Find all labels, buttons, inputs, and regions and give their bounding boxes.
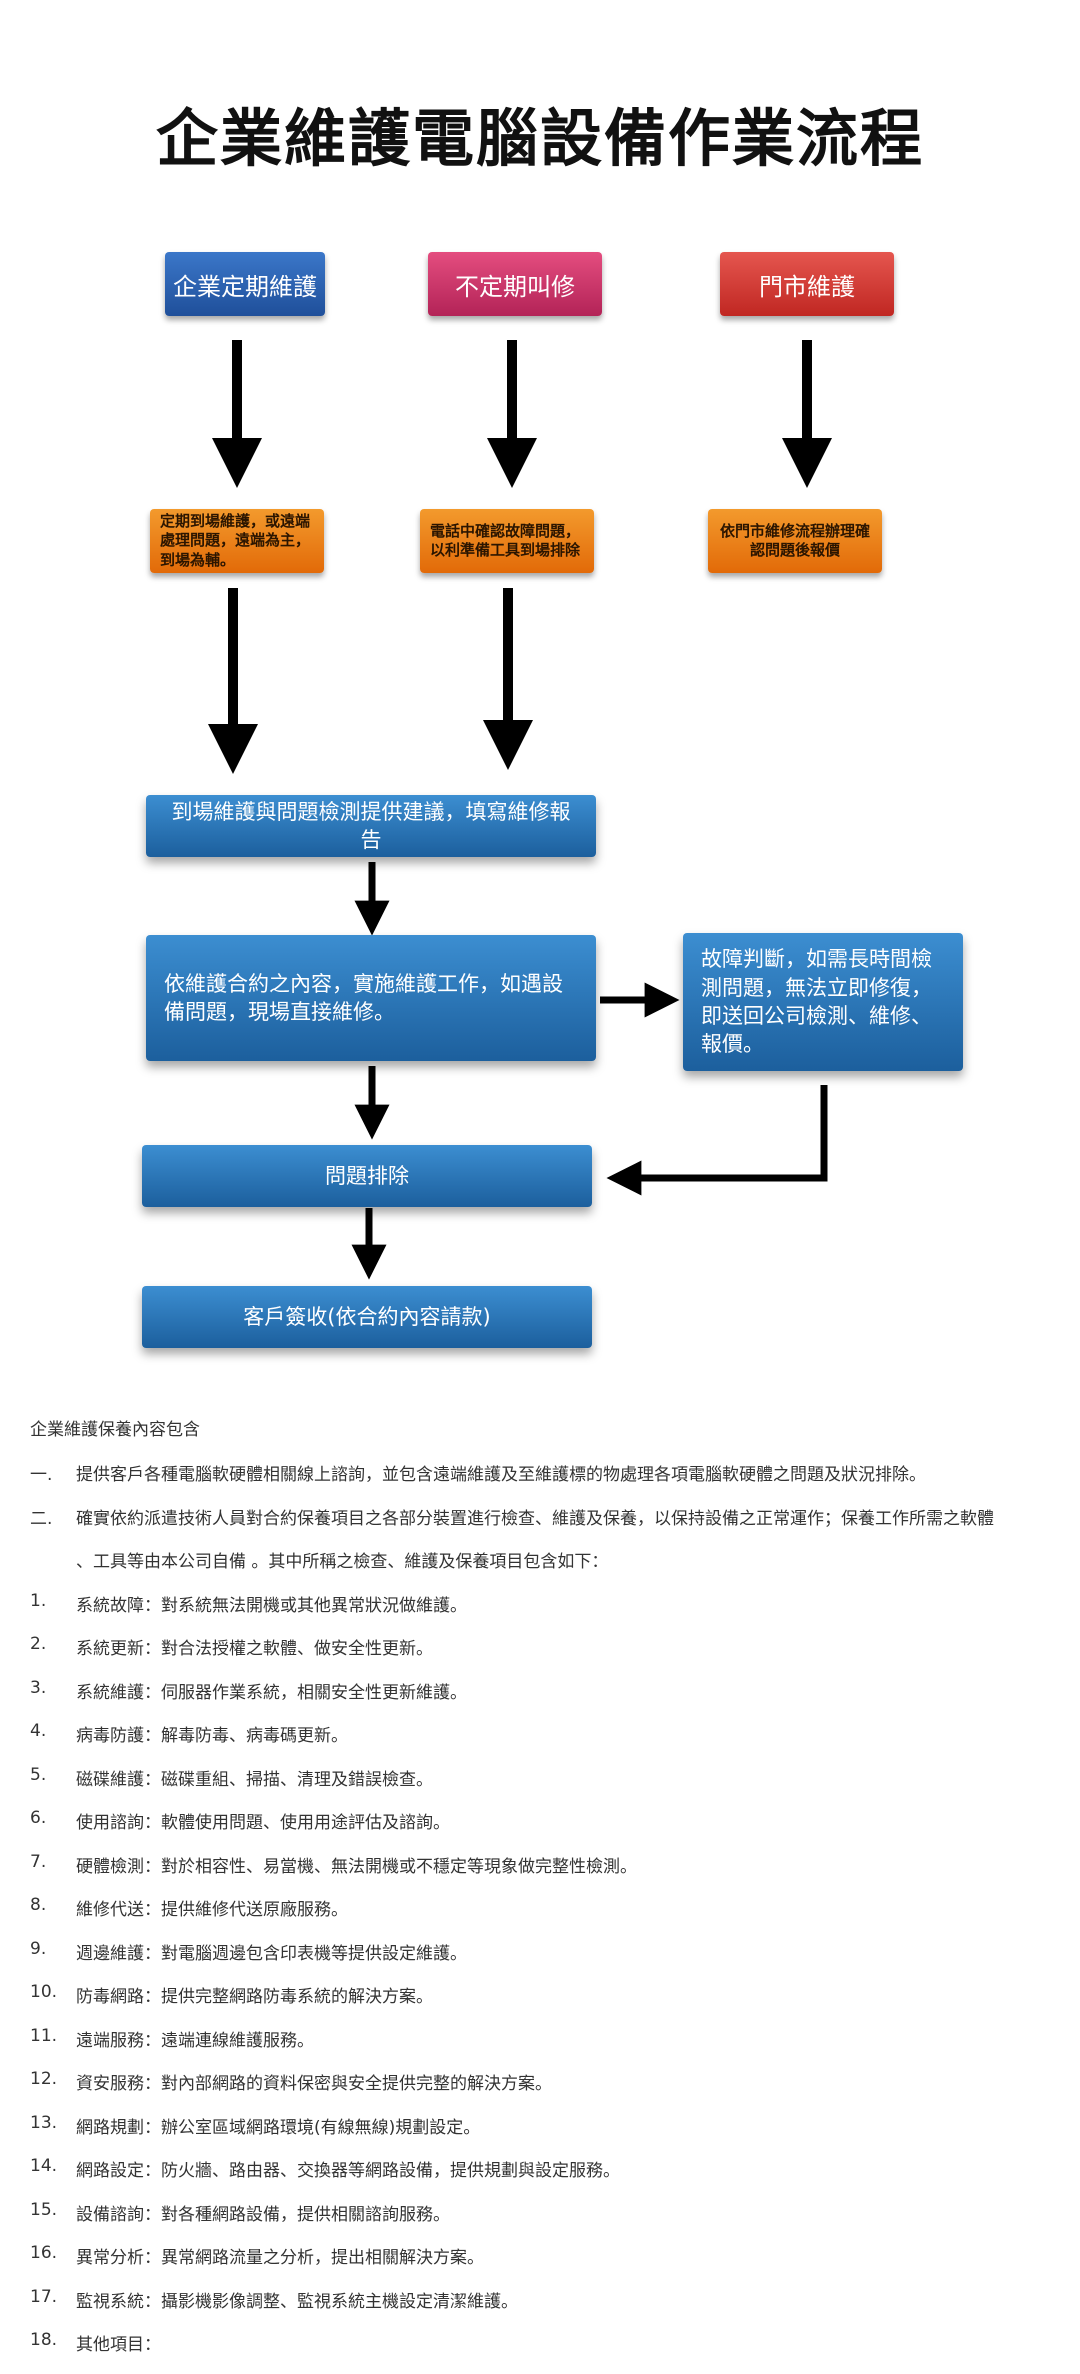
maintenance-item: 14. 網路設定：防火牆、路由器、交換器等網路設備，提供規劃與設定服務。	[30, 2156, 1050, 2200]
maintenance-item: 12. 資安服務：對內部網路的資料保密與安全提供完整的解決方案。	[30, 2069, 1050, 2113]
item-text: 病毒防護：解毒防毒、病毒碼更新。	[76, 1726, 348, 1746]
source-regular-maintenance: 企業定期維護	[165, 252, 325, 316]
item-number: 11.	[30, 2025, 58, 2046]
step-contract-maintenance: 依維護合約之內容，實施維護工作，如遇設備問題，現場直接維修。	[146, 935, 596, 1061]
item-text: 監視系統：攝影機影像調整、監視系統主機設定清潔維護。	[76, 2291, 518, 2312]
note-on-demand-repair: 電話中確認故障問題，以利準備工具到場排除	[420, 509, 594, 573]
content-heading: 企業維護保養內容包含	[30, 1420, 200, 1440]
item-number: 8.	[30, 1895, 47, 1915]
item-text: 資安服務：對內部網路的資料保密與安全提供完整的解決方案。	[76, 2074, 552, 2094]
intro-text: 確實依約派遣技術人員對合約保養項目之各部分裝置進行檢查、維護及保養，以保持設備之…	[76, 1508, 994, 1529]
maintenance-item: 6. 使用諮詢：軟體使用問題、使用用途評估及諮詢。	[30, 1808, 1050, 1852]
maintenance-item: 1. 系統故障：對系統無法開機或其他異常狀況做維護。	[30, 1591, 1050, 1635]
maintenance-item: 15. 設備諮詢：對各種網路設備，提供相關諮詢服務。	[30, 2200, 1050, 2244]
maintenance-item: 4. 病毒防護：解毒防毒、病毒碼更新。	[30, 1721, 1050, 1765]
item-number: 16.	[30, 2243, 58, 2263]
intro-item: 一. 提供客戶各種電腦軟硬體相關線上諮詢，並包含遠端維護及至維護標的物處理各項電…	[30, 1460, 1050, 1504]
item-text: 設備諮詢：對各種網路設備，提供相關諮詢服務。	[76, 2204, 450, 2225]
item-text: 其他項目：	[76, 2335, 161, 2355]
maintenance-items: 1. 系統故障：對系統無法開機或其他異常狀況做維護。 2. 系統更新：對合法授權之軟體…	[30, 1591, 1050, 2374]
item-text: 系統更新：對合法授權之軟體、做安全性更新。	[76, 1639, 433, 1659]
item-text: 系統故障：對系統無法開機或其他異常狀況做維護。	[76, 1595, 467, 1616]
maintenance-item: 8. 維修代送：提供維修代送原廠服務。	[30, 1895, 1050, 1939]
item-text: 使用諮詢：軟體使用問題、使用用途評估及諮詢。	[76, 1813, 450, 1833]
intro-text-continued: 、工具等由本公司自備 。其中所稱之檢查、維護及保養項目包含如下：	[76, 1552, 609, 1572]
maintenance-item: 13. 網路規劃：辦公室區域網路環境(有線無線)規劃設定。	[30, 2113, 1050, 2157]
maintenance-item: 17. 監視系統：攝影機影像調整、監視系統主機設定清潔維護。	[30, 2287, 1050, 2331]
item-number: 3.	[30, 1677, 47, 1698]
step-customer-signoff: 客戶簽收(依合約內容請款)	[142, 1286, 592, 1348]
item-number: 6.	[30, 1808, 47, 1828]
intro-number: 二.	[30, 1508, 53, 1529]
item-number: 9.	[30, 1938, 47, 1959]
item-number: 10.	[30, 1982, 58, 2002]
item-text: 系統維護：伺服器作業系統，相關安全性更新維護。	[76, 1682, 467, 1703]
source-on-demand-repair: 不定期叫修	[428, 252, 602, 316]
item-text: 異常分析：異常網路流量之分析，提出相關解決方案。	[76, 2248, 484, 2268]
step-onsite-inspection: 到場維護與問題檢測提供建議，填寫維修報告	[146, 795, 596, 857]
item-number: 2.	[30, 1634, 47, 1654]
intro-number: 一.	[30, 1465, 53, 1485]
maintenance-item: 9. 週邊維護：對電腦週邊包含印表機等提供設定維護。	[30, 1939, 1050, 1983]
maintenance-item: 10. 防毒網路：提供完整網路防毒系統的解決方案。	[30, 1982, 1050, 2026]
maintenance-item: 5. 磁碟維護：磁碟重組、掃描、清理及錯誤檢查。	[30, 1765, 1050, 1809]
item-number: 18.	[30, 2330, 58, 2350]
item-number: 13.	[30, 2112, 58, 2133]
maintenance-content-list: 企業維護保養內容包含 一. 提供客戶各種電腦軟硬體相關線上諮詢，並包含遠端維護及…	[30, 1415, 1050, 2374]
step-fault-diagnosis: 故障判斷，如需長時間檢測問題，無法立即修復，即送回公司檢測、維修、報價。	[683, 933, 963, 1071]
item-number: 15.	[30, 2199, 58, 2220]
note-regular-maintenance: 定期到場維護，或遠端處理問題，遠端為主，到場為輔。	[150, 509, 324, 573]
item-text: 週邊維護：對電腦週邊包含印表機等提供設定維護。	[76, 1943, 467, 1964]
maintenance-item: 7. 硬體檢測：對於相容性、易當機、無法開機或不穩定等現象做完整性檢測。	[30, 1852, 1050, 1896]
item-text: 網路規劃：辦公室區域網路環境(有線無線)規劃設定。	[76, 2117, 481, 2138]
maintenance-item: 2. 系統更新：對合法授權之軟體、做安全性更新。	[30, 1634, 1050, 1678]
item-number: 14.	[30, 2156, 58, 2176]
step-problem-resolved: 問題排除	[142, 1145, 592, 1207]
item-number: 17.	[30, 2286, 58, 2307]
item-text: 網路設定：防火牆、路由器、交換器等網路設備，提供規劃與設定服務。	[76, 2161, 620, 2181]
item-text: 維修代送：提供維修代送原廠服務。	[76, 1900, 348, 1920]
intro-item: 二. 確實依約派遣技術人員對合約保養項目之各部分裝置進行檢查、維護及保養，以保持…	[30, 1504, 1050, 1548]
source-store-repair: 門市維護	[720, 252, 894, 316]
item-number: 7.	[30, 1851, 47, 1872]
maintenance-item: 18. 其他項目：	[30, 2330, 1050, 2374]
item-text: 硬體檢測：對於相容性、易當機、無法開機或不穩定等現象做完整性檢測。	[76, 1856, 637, 1877]
item-text: 防毒網路：提供完整網路防毒系統的解決方案。	[76, 1987, 433, 2007]
item-number: 1.	[30, 1590, 47, 1611]
note-store-repair: 依門市維修流程辦理確認問題後報價	[708, 509, 882, 573]
arrow-fault-to-resolve	[606, 1085, 828, 1196]
maintenance-item: 16. 異常分析：異常網路流量之分析，提出相關解決方案。	[30, 2243, 1050, 2287]
item-text: 遠端服務：遠端連線維護服務。	[76, 2030, 314, 2051]
item-number: 5.	[30, 1764, 47, 1785]
intro-text: 提供客戶各種電腦軟硬體相關線上諮詢，並包含遠端維護及至維護標的物處理各項電腦軟硬…	[76, 1465, 926, 1485]
maintenance-item: 11. 遠端服務：遠端連線維護服務。	[30, 2026, 1050, 2070]
item-text: 磁碟維護：磁碟重組、掃描、清理及錯誤檢查。	[76, 1769, 433, 1790]
page-title: 企業維護電腦設備作業流程	[155, 102, 924, 175]
maintenance-item: 3. 系統維護：伺服器作業系統，相關安全性更新維護。	[30, 1678, 1050, 1722]
item-number: 12.	[30, 2069, 58, 2089]
flow-arrows	[208, 340, 832, 1280]
item-number: 4.	[30, 1721, 47, 1741]
